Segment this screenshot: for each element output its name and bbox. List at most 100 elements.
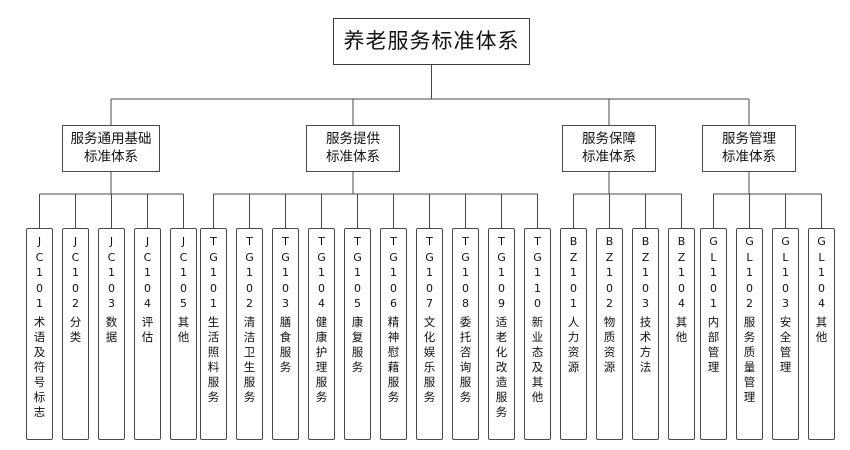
leaf-name-char: 及 <box>33 344 46 359</box>
leaf-name-char: 据 <box>105 329 118 344</box>
leaf-name: 物质资源 <box>604 315 616 375</box>
leaf-code-char: 0 <box>390 281 397 295</box>
leaf-code-char: 1 <box>641 266 649 280</box>
leaf-code-char: 0 <box>210 281 217 295</box>
category-label-line1: 服务管理 <box>722 130 776 147</box>
leaf-code-char: G <box>245 250 254 264</box>
leaf-name-char: 膳 <box>279 315 292 330</box>
leaf-code-char: B <box>569 235 578 248</box>
category-label-line1: 服务保障 <box>582 130 636 147</box>
leaf-name-char: 服 <box>351 344 364 359</box>
leaf-code-char: 0 <box>746 281 753 295</box>
leaf-code-char: Z <box>641 250 650 264</box>
leaf-code-char: 0 <box>426 281 433 295</box>
leaf-code-char: 1 <box>426 266 433 280</box>
leaf-name-char: 务 <box>315 389 328 404</box>
leaf-name-char: 活 <box>207 329 220 344</box>
leaf-code-char: 0 <box>354 281 361 295</box>
category-node-gl[interactable]: 服务管理标准体系 <box>702 125 796 172</box>
leaf-code-char: G <box>281 250 290 264</box>
leaf-code-char: 1 <box>246 266 253 280</box>
leaf-code-char: 0 <box>569 281 577 295</box>
leaf-name: 文化娱乐服务 <box>424 315 436 405</box>
leaf-code-char: 0 <box>605 281 613 295</box>
leaf-code-char: G <box>461 250 470 264</box>
leaf-code-char: 1 <box>36 297 43 311</box>
leaf-name-char: 量 <box>743 359 756 374</box>
root-node[interactable]: 养老服务标准体系 <box>333 18 530 65</box>
leaf-code-char: C <box>107 250 116 264</box>
leaf-code-char: 2 <box>72 297 79 311</box>
leaf-code-char: 0 <box>246 281 253 295</box>
leaf-name: 健康护理服务 <box>316 315 328 405</box>
leaf-code-char: 0 <box>462 281 469 295</box>
leaf-name-char: 类 <box>69 329 82 344</box>
leaf-code-char: 1 <box>746 266 753 280</box>
leaf-code-char: 5 <box>354 297 361 311</box>
leaf-name-char: 询 <box>459 359 472 374</box>
leaf-code-char: J <box>109 235 114 248</box>
leaf-name-char: 精 <box>387 315 400 330</box>
leaf-code-char: 0 <box>782 281 789 295</box>
category-label-line2: 标准体系 <box>722 148 776 165</box>
leaf-code-char: 9 <box>498 297 505 311</box>
leaf-code-char: J <box>181 235 186 248</box>
category-node-tg[interactable]: 服务提供标准体系 <box>306 125 400 172</box>
leaf-name-char: 务 <box>279 359 292 374</box>
leaf-code-char: G <box>817 235 826 248</box>
leaf-name-char: 其 <box>675 315 688 330</box>
leaf-name: 人力资源 <box>568 315 580 375</box>
leaf-code-char: Z <box>677 250 686 264</box>
category-node-jc[interactable]: 服务通用基础标准体系 <box>62 125 160 172</box>
leaf-code-char: 0 <box>72 281 79 295</box>
leaf-code-char: B <box>605 235 614 248</box>
category-node-bz[interactable]: 服务保障标准体系 <box>562 125 656 172</box>
leaf-name-char: 他 <box>177 329 190 344</box>
leaf-name-char: 护 <box>315 344 328 359</box>
leaf-name: 精神慰藉服务 <box>388 315 400 405</box>
leaf-name-char: 照 <box>207 344 220 359</box>
leaf-name-char: 力 <box>567 329 580 344</box>
leaf-name-char: 物 <box>603 315 616 330</box>
leaf-name-char: 数 <box>105 315 118 330</box>
root-node-label: 养老服务标准体系 <box>343 28 520 53</box>
leaf-code-char: 6 <box>390 297 397 311</box>
leaf-name-char: 志 <box>33 404 46 419</box>
leaf-name: 其他 <box>816 315 828 345</box>
leaf-name: 术语及符号标志 <box>34 315 46 420</box>
leaf-code-char: 1 <box>534 266 541 280</box>
leaf-code-char: T <box>534 235 541 248</box>
leaf-name: 新业态及其他 <box>532 315 544 405</box>
leaf-code-char: 3 <box>108 297 115 311</box>
leaf-code-char: 1 <box>282 266 289 280</box>
leaf-name: 安全管理 <box>780 315 792 375</box>
leaf-code-char: 3 <box>282 297 289 311</box>
leaf-name-char: 食 <box>279 329 292 344</box>
